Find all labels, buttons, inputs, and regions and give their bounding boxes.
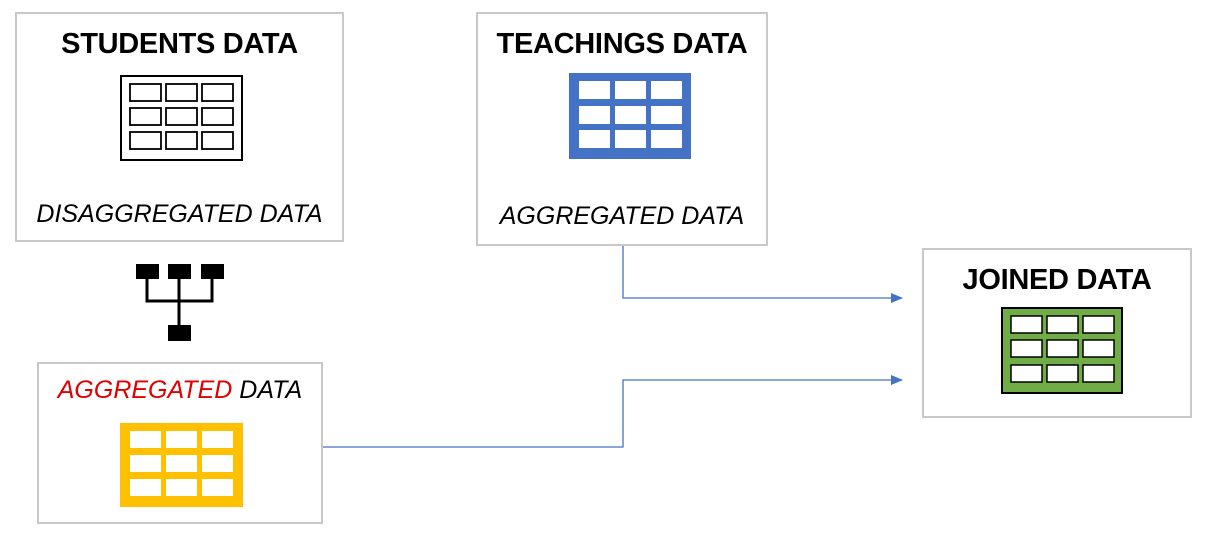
teachings-to-joined-connector — [622, 246, 903, 303]
students-data-box: STUDENTS DATA DISAGGREGATED DATA — [15, 12, 344, 242]
aggregated-data-title: AGGREGATED DATA — [39, 376, 321, 405]
joined-data-box: JOINED DATA — [922, 248, 1192, 418]
table-grid-icon — [569, 73, 691, 159]
joined-data-title: JOINED DATA — [962, 264, 1152, 296]
students-data-title: STUDENTS DATA — [61, 28, 298, 60]
aggregated-data-title-accent: AGGREGATED — [57, 376, 233, 404]
hierarchy-merge-icon — [136, 264, 224, 341]
table-grid-icon — [120, 423, 243, 507]
students-data-subtitle: DISAGGREGATED DATA — [36, 200, 323, 228]
teachings-data-box: TEACHINGS DATA AGGREGATED DATA — [476, 12, 768, 246]
aggregated-data-title-rest: DATA — [232, 376, 303, 404]
teachings-data-subtitle: AGGREGATED DATA — [499, 202, 745, 230]
table-grid-icon — [1001, 307, 1123, 394]
aggregated-to-joined-connector — [323, 375, 903, 448]
aggregated-data-box: AGGREGATED DATA — [37, 362, 323, 524]
teachings-data-title: TEACHINGS DATA — [496, 28, 748, 60]
table-grid-icon — [120, 75, 243, 161]
